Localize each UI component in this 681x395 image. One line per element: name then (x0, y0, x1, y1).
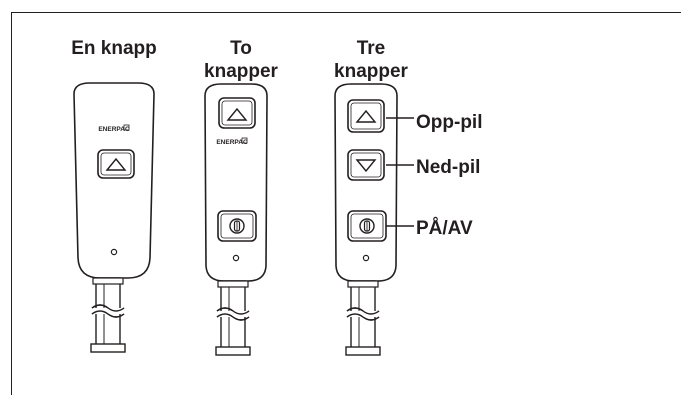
column-title-line: knapper (204, 61, 278, 82)
triangle-up-icon (226, 107, 248, 121)
callout-up-arrow: Opp-pil (416, 112, 483, 133)
up-button[interactable] (218, 97, 256, 129)
column-title-one-button: En knapp (58, 37, 170, 60)
cable (345, 280, 381, 356)
column-title-two-buttons: To knapper (190, 37, 292, 83)
indicator-hole (232, 254, 240, 262)
triangle-up-icon (105, 157, 127, 171)
frame-top-border (11, 12, 681, 13)
pendant-two-buttons: ENERPAC (204, 83, 268, 356)
column-title-line: To (230, 38, 252, 59)
callout-power: PÅ/AV (416, 218, 473, 239)
column-title-line: En knapp (71, 38, 157, 59)
down-button[interactable] (347, 149, 385, 181)
power-switch-icon (229, 218, 245, 234)
up-button[interactable] (347, 99, 385, 133)
enerpac-logo: ENERPAC (216, 139, 248, 146)
indicator-hole (110, 248, 118, 256)
power-button[interactable] (217, 210, 257, 242)
column-title-line: Tre (356, 38, 386, 59)
cable (215, 280, 251, 356)
up-button[interactable] (97, 149, 135, 179)
triangle-up-icon (355, 109, 377, 123)
callout-down-arrow: Ned-pil (416, 157, 481, 178)
triangle-down-icon (355, 159, 377, 173)
cable (90, 277, 126, 353)
power-button[interactable] (347, 210, 387, 242)
column-title-three-buttons: Tre knapper (320, 37, 422, 83)
frame-left-border (11, 12, 12, 395)
indicator-hole (362, 254, 370, 262)
pendant-one-button: ENERPAC (73, 82, 155, 353)
column-title-line: knapper (334, 61, 408, 82)
enerpac-logo: ENERPAC (98, 126, 130, 133)
pendant-three-buttons (334, 83, 414, 356)
power-switch-icon (359, 218, 375, 234)
